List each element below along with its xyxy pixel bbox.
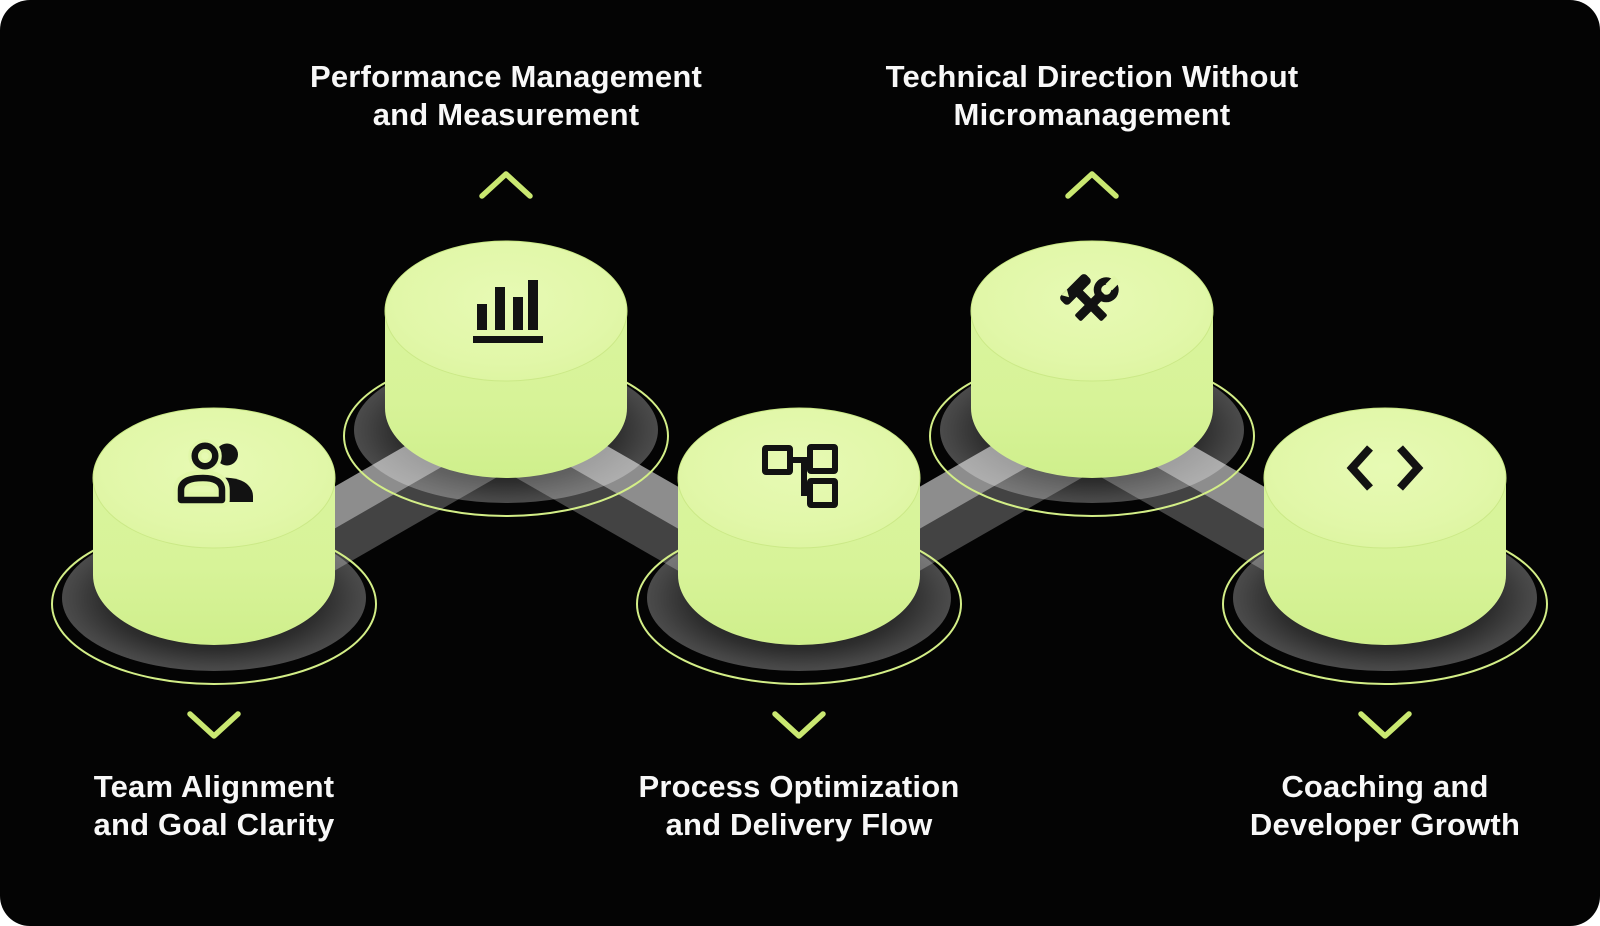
step-label-coaching-growth: Coaching and Developer Growth xyxy=(1175,768,1595,844)
hammer-wrench-icon xyxy=(1060,274,1121,321)
pod-node-1 xyxy=(92,407,336,645)
workflow-icon xyxy=(762,444,838,508)
chevron-up-icon xyxy=(1065,171,1119,199)
step-label-line: and Delivery Flow xyxy=(665,807,933,842)
pod-node-3 xyxy=(677,407,921,645)
step-label-line: Performance Management xyxy=(309,59,703,94)
pod-cylinder xyxy=(971,311,1213,478)
step-label-line: Team Alignment xyxy=(93,769,335,804)
pod-node-4 xyxy=(970,240,1214,478)
code-brackets-icon xyxy=(1346,445,1424,491)
pod-node-5 xyxy=(1263,407,1507,645)
chevron-down-icon xyxy=(772,711,826,739)
pod-cylinder xyxy=(1264,478,1506,645)
pod-cylinder xyxy=(93,478,335,645)
pod-top xyxy=(1263,407,1507,549)
step-label-line: Coaching and xyxy=(1281,769,1489,804)
pod-node-2 xyxy=(384,240,628,478)
step-label-line: and Measurement xyxy=(372,97,640,132)
step-label-line: Technical Direction Without xyxy=(885,59,1299,94)
chevron-down-icon xyxy=(187,711,241,739)
bar-chart-icon xyxy=(473,280,543,343)
step-label-process-optimization: Process Optimization and Delivery Flow xyxy=(589,768,1009,844)
pod-top xyxy=(384,240,628,382)
chevron-up-icon xyxy=(479,171,533,199)
step-label-line: and Goal Clarity xyxy=(93,807,335,842)
pod-cylinder xyxy=(385,311,627,478)
pod-cylinder xyxy=(678,478,920,645)
pod-top xyxy=(677,407,921,549)
team-users-icon xyxy=(173,439,253,508)
step-label-line: Micromanagement xyxy=(953,97,1231,132)
step-label-performance-management: Performance Management and Measurement xyxy=(226,58,786,134)
step-label-line: Developer Growth xyxy=(1249,807,1521,842)
step-label-line: Process Optimization xyxy=(638,769,960,804)
step-label-technical-direction: Technical Direction Without Micromanagem… xyxy=(812,58,1372,134)
step-label-team-alignment: Team Alignment and Goal Clarity xyxy=(4,768,424,844)
chevron-down-icon xyxy=(1358,711,1412,739)
